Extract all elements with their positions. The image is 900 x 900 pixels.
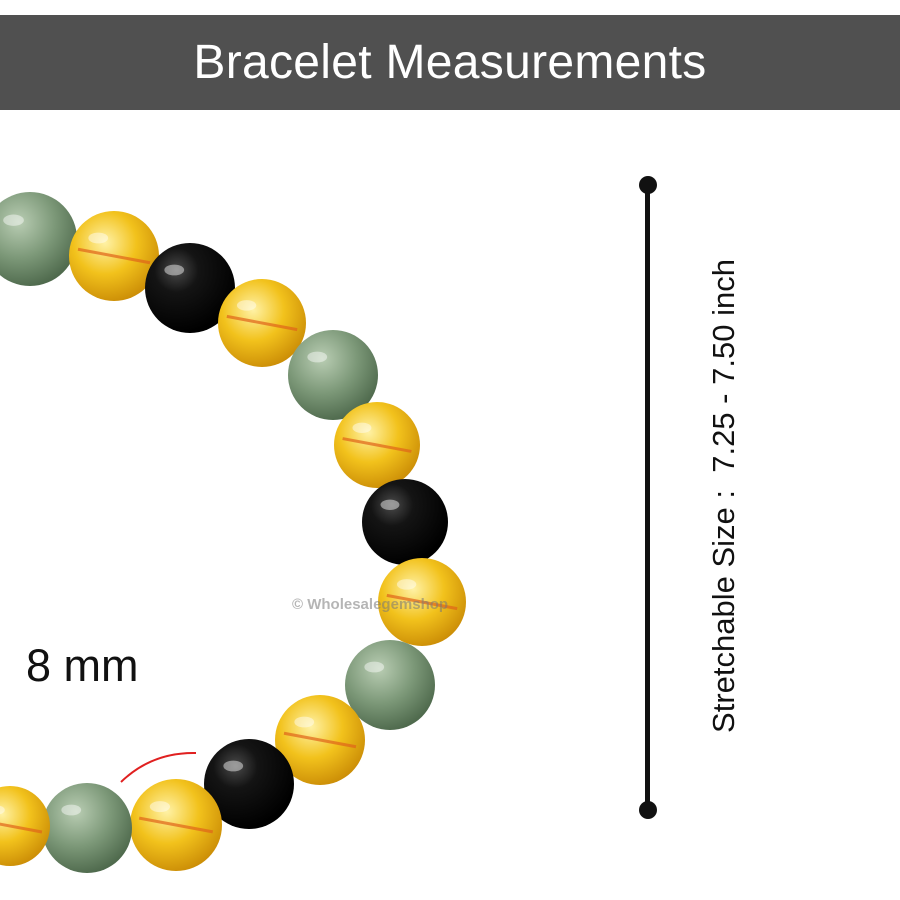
bead-highlight (307, 351, 328, 363)
size-measure-line (645, 185, 650, 810)
onyx-bead (204, 739, 294, 829)
aventurine-bead (0, 192, 77, 286)
aventurine-bead (42, 783, 132, 873)
bead-size-marker (120, 751, 197, 783)
bead-highlight (352, 422, 372, 433)
bead-string (386, 593, 458, 611)
page-title: Bracelet Measurements (193, 36, 707, 89)
bead-highlight (364, 661, 385, 673)
citrine-bead (0, 786, 50, 866)
aventurine-bead (288, 330, 378, 420)
bead-size-label: 8 mm (26, 640, 139, 691)
bead-string (283, 731, 357, 749)
onyx-bead (145, 243, 235, 333)
bead-string (0, 822, 43, 834)
size-line-bottom-dot (639, 801, 657, 819)
watermark-text: © Wholesalegemshop (292, 596, 449, 613)
bead-highlight (223, 760, 244, 772)
stretchable-size-label: Stretchable Size : 7.25 - 7.50 inch (706, 259, 741, 733)
bead-string (226, 314, 298, 332)
bead-highlight (380, 499, 400, 510)
onyx-bead (362, 479, 448, 565)
bead-highlight (88, 232, 109, 244)
bead-highlight (294, 716, 315, 728)
bead-highlight (396, 579, 417, 590)
title-banner: Bracelet Measurements (0, 15, 900, 110)
bead-highlight (149, 801, 171, 813)
bead-highlight (3, 214, 24, 226)
bead-string (77, 247, 151, 265)
bead-highlight (164, 264, 185, 276)
aventurine-bead (345, 640, 435, 730)
bead-highlight (236, 300, 257, 311)
size-line-top-dot (639, 176, 657, 194)
bead-string (342, 437, 412, 453)
bead-highlight (61, 804, 82, 816)
beads-layer (0, 192, 466, 873)
bead-highlight (0, 805, 5, 815)
bead-string (138, 816, 214, 834)
